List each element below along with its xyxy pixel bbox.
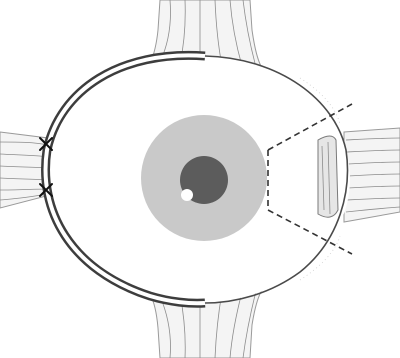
lateral-rectus-muscle bbox=[344, 128, 400, 222]
pupil bbox=[180, 156, 228, 204]
pupil-highlight bbox=[181, 189, 193, 201]
